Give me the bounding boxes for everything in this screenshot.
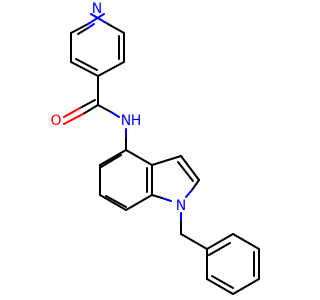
bond-c2-n1a: [191, 179, 200, 191]
amide-hydrogen-label: H: [131, 113, 142, 129]
structure-diagram: N O N H N: [50, 1, 260, 295]
bond-c6-n1b: [87, 13, 105, 25]
amide-nitrogen-label: N: [121, 113, 131, 129]
pyridine-ring: [70, 13, 125, 77]
bond-c4-c5-double: [100, 154, 122, 168]
amide-group: [63, 75, 127, 151]
bond-c6-n1a: [70, 23, 89, 34]
bond-c4-c5: [99, 149, 127, 166]
bond-n1-c2a: [90, 13, 109, 25]
carbonyl-oxygen-label: O: [50, 113, 61, 129]
bond-c-n-b: [110, 111, 120, 118]
bond-co-b: [63, 113, 84, 125]
bond-co-double-a: [79, 99, 96, 109]
bond-co-a: [82, 104, 99, 115]
bond-c6-c7: [99, 194, 127, 211]
bond-n1-c7a-a: [161, 197, 172, 202]
indole-nitrogen-label: N: [176, 198, 186, 214]
bond-ph-4: [232, 278, 260, 295]
molecule-canvas: N O N H N: [50, 1, 260, 295]
benzyl-group: [180, 212, 260, 295]
bond-c2-n1b: [185, 189, 193, 198]
bond-ph-2: [232, 233, 260, 250]
bond-n1-c7a-b: [151, 194, 163, 199]
bond-c3-c2-double: [177, 161, 194, 182]
indole-pyrrole-ring: [151, 155, 200, 202]
bond-c6-c7-double: [105, 195, 127, 208]
bond-c-n-a: [97, 104, 112, 113]
bond-c3-c2: [180, 155, 200, 181]
bond-c4-c5: [70, 61, 99, 77]
bond-c4-c5-double: [75, 58, 98, 71]
bond-c3a-c4: [125, 149, 153, 166]
bond-c6-n1-double-a: [77, 27, 89, 35]
bond-ph-1-double: [208, 242, 231, 256]
bond-ph-5-double: [211, 275, 234, 289]
bond-c7-c7a: [125, 194, 153, 211]
bond-n1-c2b: [107, 23, 125, 34]
bond-c3-c4: [97, 61, 125, 77]
pyridine-nitrogen-label: N: [92, 1, 102, 17]
bond-c3a-c3: [151, 155, 182, 166]
bond-co-double-b: [63, 107, 81, 118]
indole-benzene-ring: [99, 149, 153, 211]
bond-ph-1: [206, 233, 234, 250]
bond-ch2-ph: [180, 233, 208, 250]
bond-ph-5: [206, 278, 234, 295]
bond-c6-n1-double-b: [87, 23, 95, 29]
